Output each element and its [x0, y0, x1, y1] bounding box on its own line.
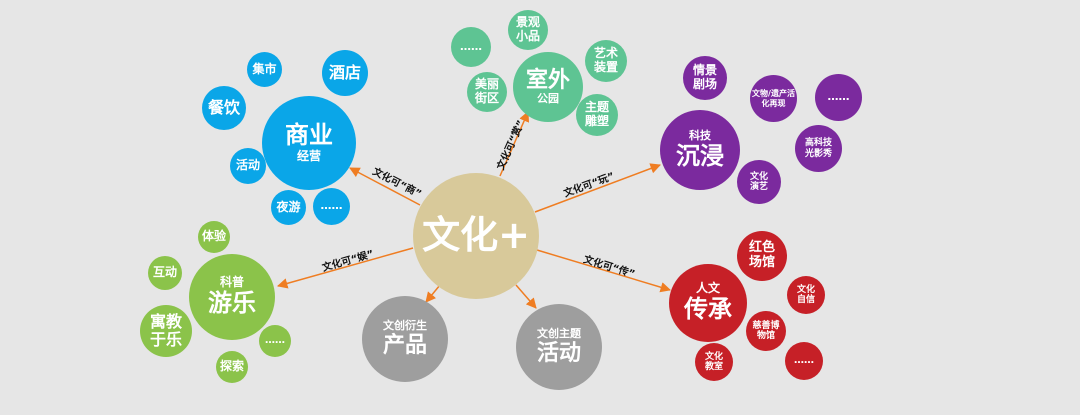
satellite-label: 美丽街区	[474, 77, 499, 105]
satellite-label: 夜游	[276, 199, 301, 214]
satellite-label: ……	[460, 39, 482, 53]
arrow-heritage	[536, 249, 672, 293]
satellite-label: ……	[827, 90, 850, 104]
sat-immersive-performance: 文化演艺	[737, 160, 781, 204]
satellite-label: ……	[794, 355, 814, 367]
satellite-label: 主题雕塑	[584, 100, 609, 128]
sat-immersive-heritage: 文物/遗产活化再现	[750, 75, 797, 122]
sat-outdoor-landscape: 景观小品	[508, 10, 548, 50]
satellite-label: 文物/遗产活化再现	[752, 89, 795, 108]
satellite-label: 景观小品	[515, 15, 540, 43]
hub-outdoor-label: 室外	[525, 68, 570, 94]
hub-products-label: 文创衍生	[383, 319, 427, 333]
sat-heritage-more: ……	[785, 342, 823, 380]
satellite-label: 体验	[201, 229, 226, 244]
hub-leisure: 科普 游乐	[189, 254, 275, 340]
sat-business-dining: 餐饮	[202, 86, 246, 130]
sat-leisure-more: ……	[259, 325, 291, 357]
sat-outdoor-more: ……	[451, 27, 491, 67]
hub-heritage-label: 人文	[695, 281, 720, 296]
sat-immersive-theater: 情景剧场	[683, 56, 727, 100]
sat-business-hotel: 酒店	[322, 50, 368, 96]
hub-activities: 文创主题 活动	[516, 304, 602, 390]
hub-heritage-sub: 传承	[684, 295, 732, 324]
sat-heritage-red-venue: 红色场馆	[737, 231, 787, 281]
arrow-business	[349, 167, 421, 206]
satellite-label: 红色场馆	[748, 240, 775, 270]
hub-heritage: 人文 传承	[669, 264, 747, 342]
satellite-label: 探索	[219, 359, 244, 374]
sat-immersive-more: ……	[815, 74, 862, 121]
satellite-label: 集市	[252, 61, 277, 76]
satellite-label: 寓教于乐	[149, 311, 182, 349]
satellite-label: 餐饮	[207, 97, 240, 117]
sat-leisure-experience: 体验	[198, 221, 230, 253]
satellite-label: 艺术装置	[593, 46, 618, 74]
hub-business-label: 商业	[285, 121, 333, 150]
satellite-label: 互动	[152, 265, 177, 280]
arrow-immersive	[534, 163, 661, 213]
hub-immersive: 科技 沉浸	[660, 110, 740, 190]
satellite-label: 慈善博物馆	[752, 320, 780, 341]
sat-outdoor-street: 美丽街区	[467, 72, 507, 112]
sat-leisure-explore: 探索	[216, 351, 248, 383]
satellite-label: 情景剧场	[692, 63, 717, 91]
hub-activities-sub: 活动	[536, 340, 581, 366]
arrow-leisure	[276, 247, 414, 289]
satellite-label: 文化教室	[704, 351, 723, 372]
hub-immersive-label: 科技	[689, 128, 711, 142]
hub-products: 文创衍生 产品	[362, 296, 448, 382]
arrow-outdoor	[499, 111, 530, 177]
sat-heritage-charity-museum: 慈善博物馆	[746, 311, 786, 351]
hub-activities-label: 文创主题	[537, 327, 581, 341]
hub-leisure-label: 科普	[219, 275, 244, 290]
arrow-activities	[515, 284, 537, 309]
hub-products-sub: 产品	[382, 332, 427, 358]
center-label: 文化+	[422, 213, 530, 258]
sat-outdoor-art-installation: 艺术装置	[585, 40, 627, 82]
sat-leisure-edutainment: 寓教于乐	[140, 305, 192, 357]
satellite-label: 酒店	[328, 62, 361, 82]
sat-heritage-classroom: 文化教室	[695, 343, 733, 381]
satellite-label: ……	[265, 335, 285, 347]
sat-leisure-interaction: 互动	[148, 256, 182, 290]
satellite-label: 高科技光影秀	[804, 138, 832, 159]
arrow-products	[425, 284, 441, 303]
satellite-label: ……	[320, 199, 343, 213]
satellite-label: 文化自信	[796, 284, 815, 305]
hub-outdoor-sub: 公园	[537, 92, 559, 106]
sat-business-market: 集市	[247, 52, 282, 87]
sat-outdoor-sculpture: 主题雕塑	[576, 94, 618, 136]
satellite-label: 活动	[235, 158, 260, 173]
sat-business-activity: 活动	[230, 148, 266, 184]
hub-immersive-sub: 沉浸	[676, 141, 724, 170]
sat-business-night-tour: 夜游	[271, 190, 306, 225]
hub-leisure-sub: 游乐	[208, 289, 256, 318]
satellite-label: 文化演艺	[749, 171, 768, 192]
sat-immersive-lightshow: 高科技光影秀	[795, 125, 842, 172]
hub-outdoor: 室外 公园	[513, 52, 583, 122]
sat-business-more: ……	[313, 188, 350, 225]
hub-business: 商业 经营	[262, 96, 356, 190]
hub-business-sub: 经营	[296, 148, 321, 163]
sat-heritage-confidence: 文化自信	[787, 276, 825, 314]
center-node: 文化+	[413, 173, 539, 299]
